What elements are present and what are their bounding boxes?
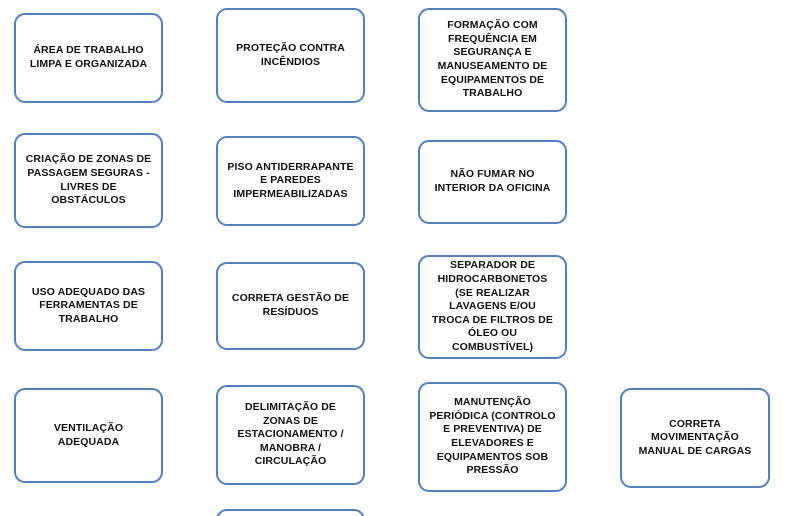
box-piso-antiderrapante: PISO ANTIDERRAPANTE E PAREDES IMPERMEABI… (216, 136, 365, 226)
box-gestao-residuos: CORRETA GESTÃO DE RESÍDUOS (216, 262, 365, 350)
box-uso-ferramentas: USO ADEQUADO DAS FERRAMENTAS DE TRABALHO (14, 261, 163, 351)
box-label: ÁREA DE TRABALHO LIMPA E ORGANIZADA (29, 44, 148, 70)
box-zonas-passagem-seguras: CRIAÇÃO DE ZONAS DE PASSAGEM SEGURAS - L… (14, 133, 163, 228)
box-label: CRIAÇÃO DE ZONAS DE PASSAGEM SEGURAS - L… (25, 153, 152, 207)
box-movimentacao-cargas: CORRETA MOVIMENTAÇÃO MANUAL DE CARGAS (620, 388, 770, 488)
box-label: VENTILAÇÃO ADEQUADA (53, 421, 124, 448)
box-delimitacao-zonas: DELIMITAÇÃO DE ZONAS DE ESTACIONAMENTO /… (216, 385, 365, 485)
box-label: SEPARADOR DE HIDROCARBONETOS (SE REALIZA… (432, 259, 553, 354)
box-nao-fumar: NÃO FUMAR NO INTERIOR DA OFICINA (418, 140, 567, 224)
box-separador-hidrocarbonetos: SEPARADOR DE HIDROCARBONETOS (SE REALIZA… (418, 255, 567, 359)
box-ventilacao-adequada: VENTILAÇÃO ADEQUADA (14, 388, 163, 483)
box-label: PROTEÇÃO CONTRA INCÊNDIOS (236, 41, 345, 68)
box-label: FORMAÇÃO COM FREQUÊNCIA EM SEGURANÇA E M… (437, 19, 548, 100)
box-area-trabalho-limpa: ÁREA DE TRABALHO LIMPA E ORGANIZADA (14, 13, 163, 103)
box-label: CORRETA GESTÃO DE RESÍDUOS (231, 292, 350, 318)
box-label: DELIMITAÇÃO DE ZONAS DE ESTACIONAMENTO /… (237, 400, 344, 468)
box-formacao-seguranca: FORMAÇÃO COM FREQUÊNCIA EM SEGURANÇA E M… (418, 8, 567, 112)
box-protecao-incendios: PROTEÇÃO CONTRA INCÊNDIOS (216, 8, 365, 103)
box-manutencao-periodica: MANUTENÇÃO PERIÓDICA (CONTROLO E PREVENT… (418, 382, 567, 492)
box-label: CORRETA MOVIMENTAÇÃO MANUAL DE CARGAS (638, 417, 752, 457)
box-label: MANUTENÇÃO PERIÓDICA (CONTROLO E PREVENT… (429, 396, 556, 477)
box-label: USO ADEQUADO DAS FERRAMENTAS DE TRABALHO (31, 285, 146, 325)
box-partial-clipped (216, 509, 365, 516)
box-label: PISO ANTIDERRAPANTE E PAREDES IMPERMEABI… (227, 160, 354, 200)
box-label: NÃO FUMAR NO INTERIOR DA OFICINA (434, 168, 551, 194)
